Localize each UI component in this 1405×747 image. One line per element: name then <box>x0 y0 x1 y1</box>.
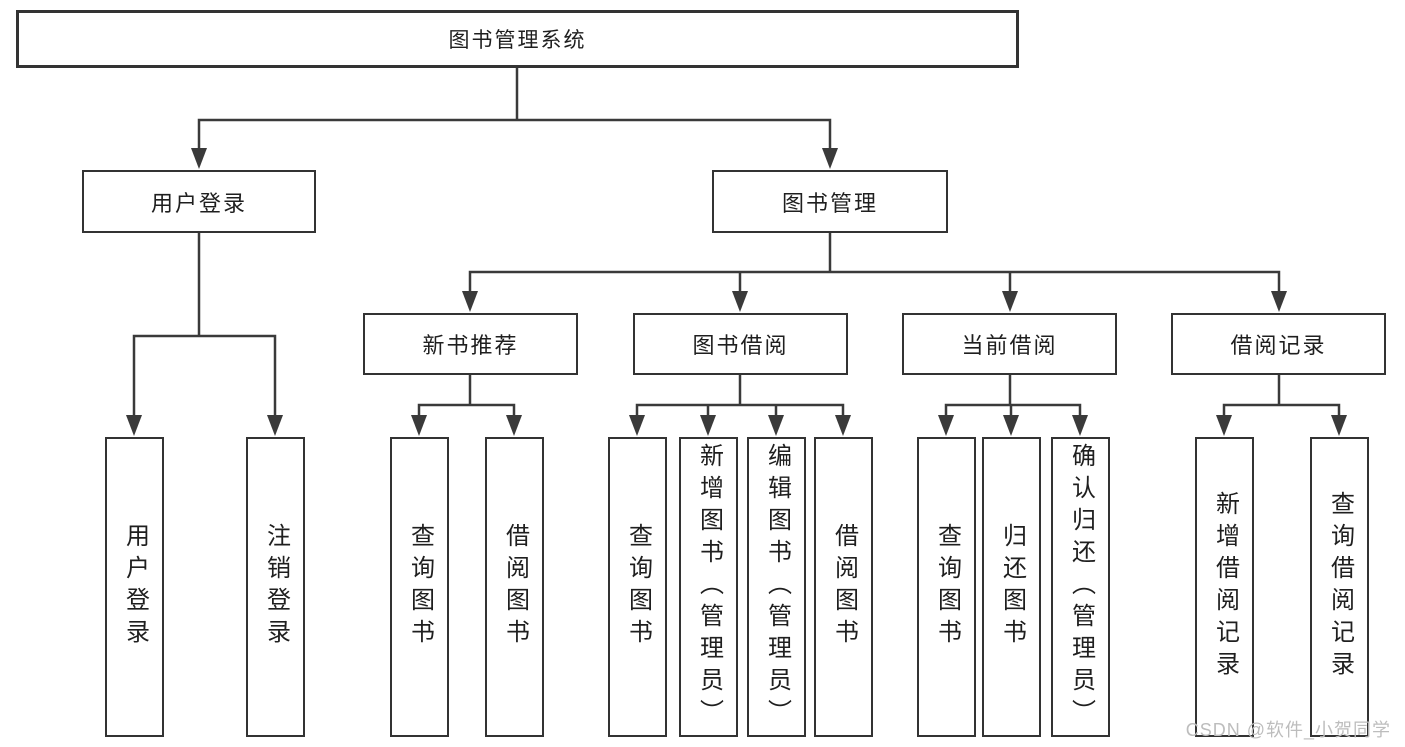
node-user-login-branch: 用户登录 <box>82 170 316 233</box>
node-book-management-label: 图书管理 <box>781 190 878 216</box>
leaf-borrow-books-recommend-label: 借阅图书 <box>501 523 529 651</box>
wire-root-to-level2 <box>191 65 838 169</box>
leaf-add-books-admin: 新增图书（管理员） <box>679 437 738 737</box>
leaf-query-books-borrowing: 查询图书 <box>608 437 667 737</box>
arrow-down-icon <box>267 415 283 436</box>
wire-current-borrowing <box>938 373 1088 436</box>
arrow-down-icon <box>1331 415 1347 436</box>
leaf-add-borrow-record-label: 新增借阅记录 <box>1211 491 1239 683</box>
wire-borrowing-records <box>1216 373 1347 436</box>
wire-book-borrowing <box>629 373 851 436</box>
arrow-down-icon <box>1002 291 1018 312</box>
arrow-down-icon <box>938 415 954 436</box>
leaf-user-login-label: 用户登录 <box>121 523 149 651</box>
node-current-borrowing-label: 当前借阅 <box>961 333 1058 358</box>
leaf-return-books-label: 归还图书 <box>998 523 1026 651</box>
node-book-management-branch: 图书管理 <box>712 170 948 233</box>
node-borrowing-records: 借阅记录 <box>1171 313 1386 375</box>
leaf-query-books-recommend: 查询图书 <box>390 437 449 737</box>
arrow-down-icon <box>1003 415 1019 436</box>
arrow-down-icon <box>126 415 142 436</box>
leaf-logout-label: 注销登录 <box>262 523 290 651</box>
leaf-query-borrow-record-label: 查询借阅记录 <box>1326 491 1354 683</box>
leaf-query-borrow-record: 查询借阅记录 <box>1310 437 1369 737</box>
arrow-down-icon <box>462 291 478 312</box>
arrow-down-icon <box>835 415 851 436</box>
node-new-book-recommendation-label: 新书推荐 <box>422 333 519 358</box>
leaf-query-books-recommend-label: 查询图书 <box>406 523 434 651</box>
leaf-query-books-current: 查询图书 <box>917 437 976 737</box>
leaf-user-login: 用户登录 <box>105 437 164 737</box>
arrow-down-icon <box>1072 415 1088 436</box>
leaf-confirm-return-admin-label: 确认归还（管理员） <box>1067 443 1095 731</box>
arrow-down-icon <box>1216 415 1232 436</box>
arrow-down-icon <box>700 415 716 436</box>
leaf-confirm-return-admin: 确认归还（管理员） <box>1051 437 1110 737</box>
node-borrowing-records-label: 借阅记录 <box>1230 333 1327 358</box>
arrow-down-icon <box>822 148 838 169</box>
leaf-add-books-admin-label: 新增图书（管理员） <box>695 443 723 731</box>
arrow-down-icon <box>732 291 748 312</box>
leaf-query-books-current-label: 查询图书 <box>933 523 961 651</box>
leaf-logout: 注销登录 <box>246 437 305 737</box>
arrow-down-icon <box>506 415 522 436</box>
leaf-edit-books-admin: 编辑图书（管理员） <box>747 437 806 737</box>
wire-new-book-recommendation <box>411 373 522 436</box>
node-library-system: 图书管理系统 <box>16 10 1019 68</box>
arrow-down-icon <box>629 415 645 436</box>
leaf-query-books-borrowing-label: 查询图书 <box>624 523 652 651</box>
arrow-down-icon <box>1271 291 1287 312</box>
node-library-system-label: 图书管理系统 <box>448 29 587 52</box>
wire-user-login-branch <box>126 231 283 436</box>
leaf-borrow-books-borrowing: 借阅图书 <box>814 437 873 737</box>
leaf-edit-books-admin-label: 编辑图书（管理员） <box>763 443 791 731</box>
leaf-add-borrow-record: 新增借阅记录 <box>1195 437 1254 737</box>
arrow-down-icon <box>191 148 207 169</box>
arrow-down-icon <box>411 415 427 436</box>
node-user-login-label: 用户登录 <box>150 190 247 216</box>
wire-book-mgmt-branch <box>462 231 1287 312</box>
leaf-borrow-books-borrowing-label: 借阅图书 <box>830 523 858 651</box>
leaf-borrow-books-recommend: 借阅图书 <box>485 437 544 737</box>
node-current-borrowing: 当前借阅 <box>902 313 1117 375</box>
arrow-down-icon <box>768 415 784 436</box>
node-book-borrowing: 图书借阅 <box>633 313 848 375</box>
leaf-return-books: 归还图书 <box>982 437 1041 737</box>
node-book-borrowing-label: 图书借阅 <box>692 333 789 358</box>
node-new-book-recommendation: 新书推荐 <box>363 313 578 375</box>
